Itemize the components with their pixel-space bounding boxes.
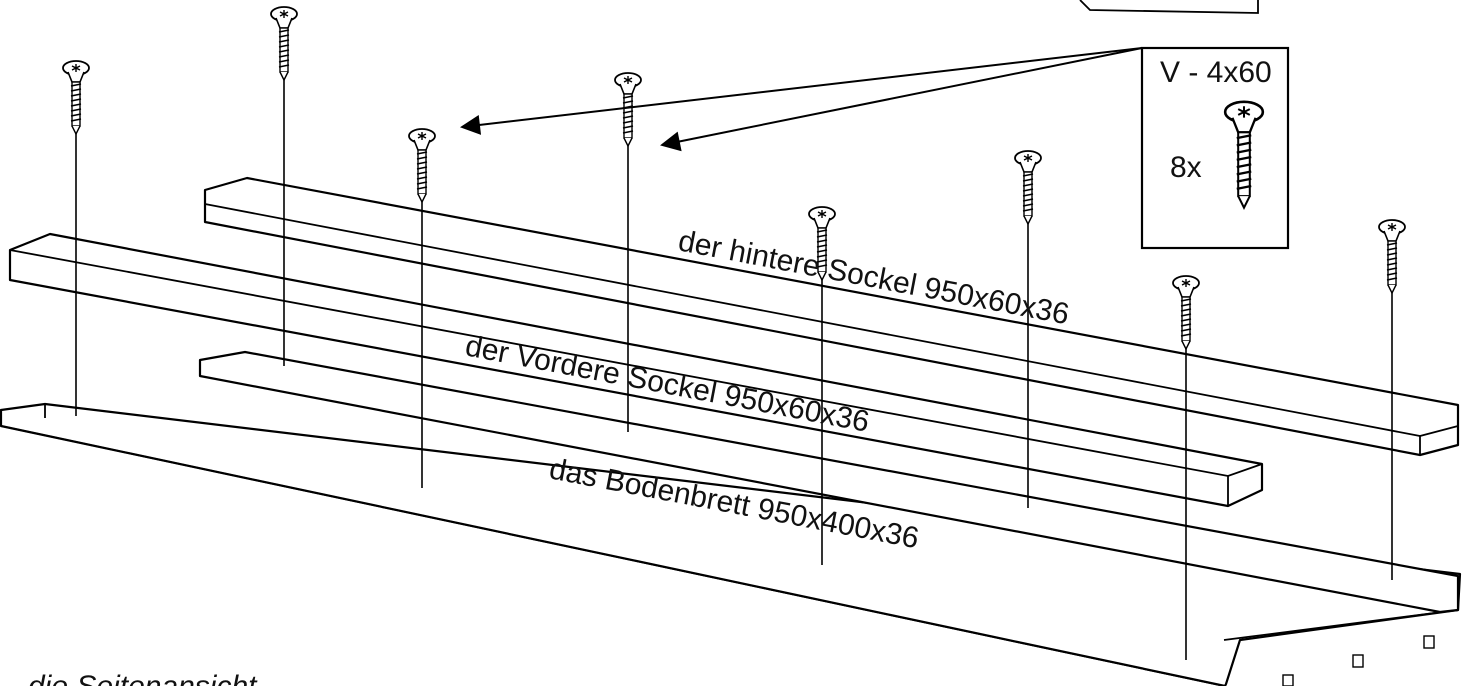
base-board: [0, 350, 1462, 686]
screw-icon: [270, 6, 298, 81]
legend-quantity: 8x: [1170, 151, 1202, 184]
arrow-icon: [660, 47, 1143, 152]
screw-icon: [62, 60, 90, 135]
legend-screw-type: V - 4x60: [1160, 56, 1272, 89]
screw-icon: [1014, 150, 1042, 225]
panel-corner: [1079, 0, 1259, 14]
label-side-view: die Seitenansicht: [28, 670, 258, 686]
screw-guide-lines: [75, 70, 1393, 660]
screw-icon: [1172, 275, 1200, 350]
screw-icon: [1378, 219, 1406, 294]
screw-icon: [408, 128, 436, 203]
rear-plinth: [203, 176, 1460, 457]
arrow-icon: [460, 47, 1143, 135]
front-plinth: [8, 232, 1264, 508]
screw-legend: V - 4x60 8x: [1140, 46, 1290, 250]
